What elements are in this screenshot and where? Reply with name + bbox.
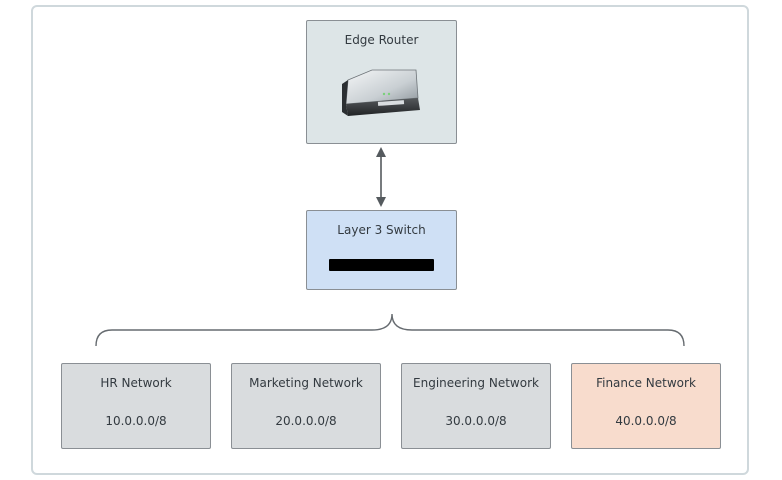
network-subnet: 10.0.0.0/8 <box>105 414 167 428</box>
hr-network-node: HR Network 10.0.0.0/8 <box>61 363 211 449</box>
network-subnet: 20.0.0.0/8 <box>275 414 337 428</box>
edge-router-label: Edge Router <box>344 33 419 47</box>
marketing-network-node: Marketing Network 20.0.0.0/8 <box>231 363 381 449</box>
network-name: Engineering Network <box>413 376 539 390</box>
network-subnet: 40.0.0.0/8 <box>615 414 677 428</box>
network-name: Marketing Network <box>249 376 363 390</box>
engineering-network-node: Engineering Network 30.0.0.0/8 <box>401 363 551 449</box>
layer3-switch-node: Layer 3 Switch <box>306 210 457 290</box>
network-subnet: 30.0.0.0/8 <box>445 414 507 428</box>
edge-router-node: Edge Router <box>306 20 457 144</box>
network-name: Finance Network <box>596 376 696 390</box>
layer3-switch-label: Layer 3 Switch <box>337 223 426 237</box>
network-name: HR Network <box>100 376 172 390</box>
finance-network-node: Finance Network 40.0.0.0/8 <box>571 363 721 449</box>
